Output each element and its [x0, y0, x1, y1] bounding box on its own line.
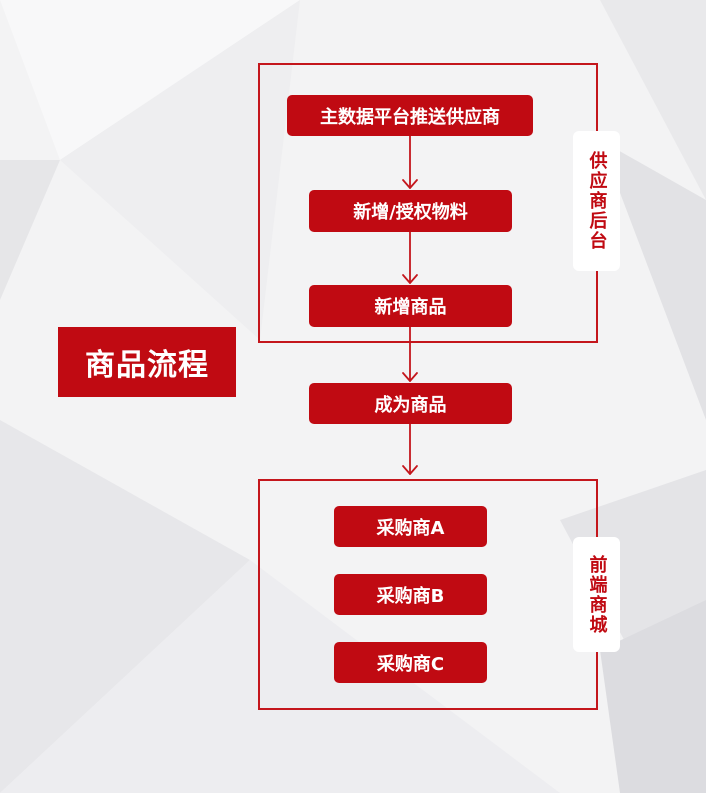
label-frontend-mall: 前端商城 [573, 537, 620, 652]
node-buyer-b: 采购商B [334, 574, 487, 615]
label-supplier-backend: 供应商后台 [573, 131, 620, 271]
diagram-title: 商品流程 [58, 327, 236, 397]
node-add-authorize-material: 新增/授权物料 [309, 190, 512, 232]
node-mdp-push-supplier: 主数据平台推送供应商 [287, 95, 533, 136]
node-become-product: 成为商品 [309, 383, 512, 424]
node-buyer-c: 采购商C [334, 642, 487, 683]
node-add-product: 新增商品 [309, 285, 512, 327]
node-buyer-a: 采购商A [334, 506, 487, 547]
